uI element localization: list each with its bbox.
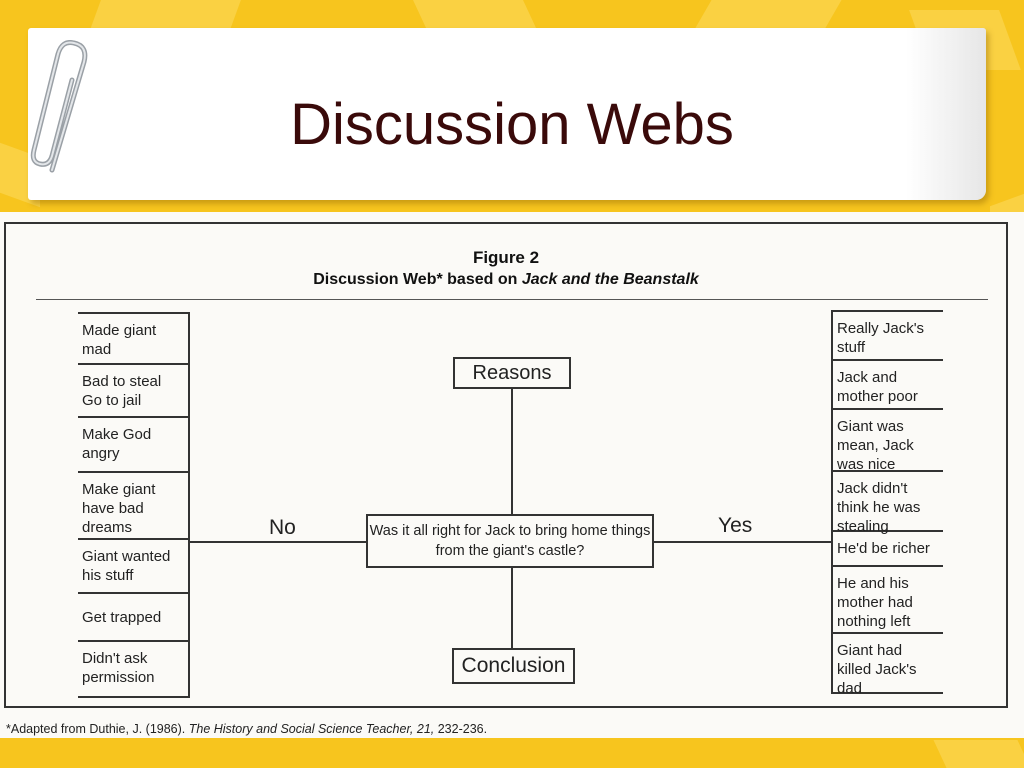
connector-reasons [511,389,513,514]
figure-subtitle: Discussion Web* based on Jack and the Be… [6,271,1006,289]
footnote-journal: The History and Social Science Teacher, … [188,722,435,736]
footnote-pages: 232-236. [434,722,488,736]
header-divider [36,299,988,300]
yes-reason-item: Giant was mean, Jack was nice [831,410,943,473]
yes-reason-item: He'd be richer [831,532,943,567]
yes-reason-item: Really Jack's stuff [831,310,943,361]
central-question-box: Was it all right for Jack to bring home … [366,514,654,568]
no-reasons-column: Made giant mad Bad to steal Go to jail M… [78,312,190,698]
figure-frame: Figure 2 Discussion Web* based on Jack a… [4,222,1008,708]
figure-footnote: *Adapted from Duthie, J. (1986). The His… [6,722,487,736]
figure-subtitle-story: Jack and the Beanstalk [521,271,699,288]
yes-reason-item: Giant had killed Jack's dad [831,634,943,697]
no-reason-item: Make God angry [78,418,190,473]
no-label: No [269,516,296,539]
footnote-citation: *Adapted from Duthie, J. (1986). [6,722,189,736]
page-title: Discussion Webs [290,92,734,157]
connector-conclusion [511,568,513,648]
no-reason-item: Giant wanted his stuff [78,540,190,594]
yes-reason-item: Jack and mother poor [831,361,943,410]
connector-no [190,541,366,543]
connector-yes [654,541,831,543]
no-reason-item: Get trapped [78,594,190,642]
no-reason-item: Didn't ask permission [78,642,190,698]
title-banner [28,28,986,200]
yes-reasons-column: Really Jack's stuff Jack and mother poor… [831,310,943,697]
yes-label: Yes [718,514,753,537]
yes-reason-item: He and his mother had nothing left [831,567,943,634]
paperclip-icon [30,40,88,173]
discussion-web-figure: Figure 2 Discussion Web* based on Jack a… [0,212,1024,738]
figure-heading: Figure 2 [472,248,540,267]
figure-subtitle-prefix: Discussion Web* based on [313,271,522,288]
no-reason-item: Made giant mad [78,312,190,365]
conclusion-box: Conclusion [452,648,575,684]
yes-reason-item: Jack didn't think he was stealing [831,472,943,535]
no-reason-item: Bad to steal Go to jail [78,365,190,418]
reasons-box: Reasons [453,357,571,389]
no-reason-item: Make giant have bad dreams [78,473,190,540]
